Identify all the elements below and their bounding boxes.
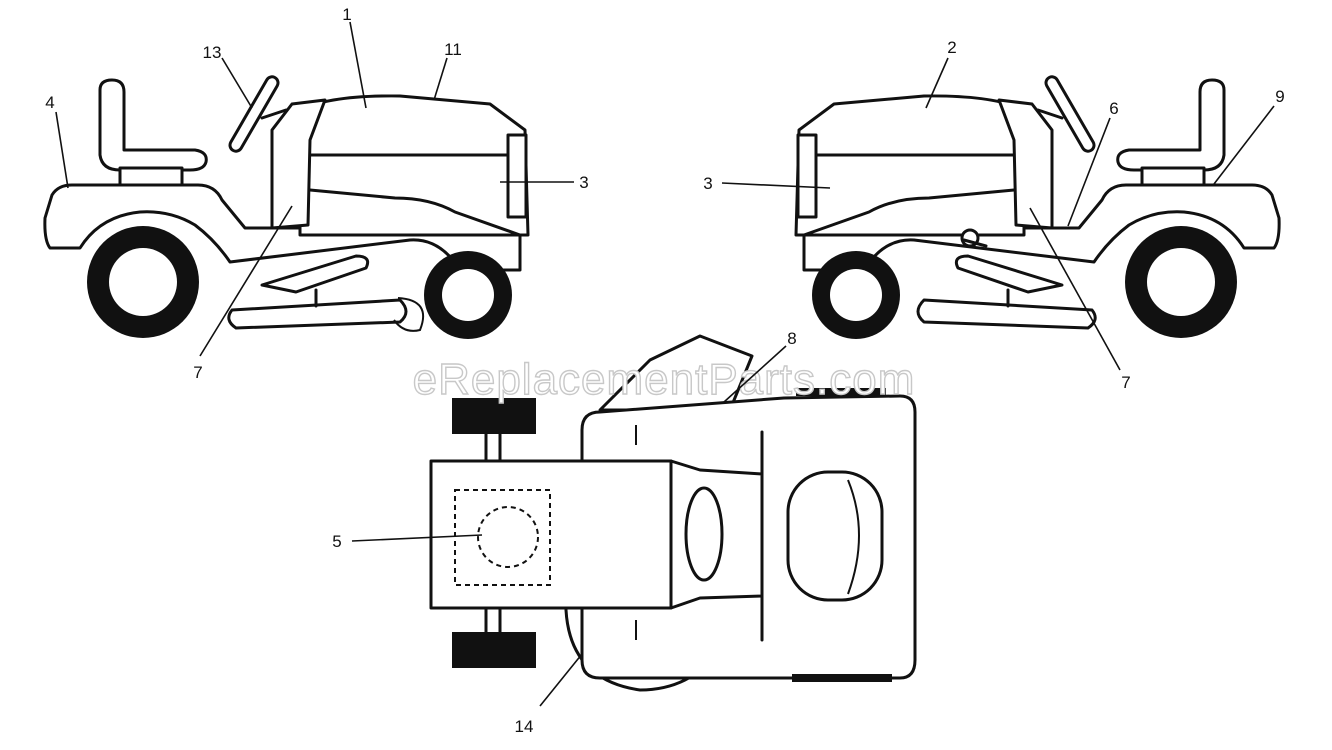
callout-9: 9 — [1275, 87, 1284, 106]
tractor-right-side-view — [794, 75, 1281, 339]
callout-11: 11 — [444, 40, 462, 59]
callout-3-left: 3 — [579, 173, 588, 192]
tractor-left-side-view — [43, 75, 530, 339]
callout-3-right: 3 — [703, 174, 712, 193]
callout-1: 1 — [342, 5, 351, 24]
leader-lines — [55, 21, 1275, 707]
tractor-top-view — [429, 334, 917, 692]
callout-labels: 1 11 13 4 3 7 2 9 6 3 7 8 5 14 — [45, 5, 1284, 736]
callout-14: 14 — [515, 717, 534, 736]
callout-8: 8 — [787, 329, 796, 348]
callout-5: 5 — [332, 532, 341, 551]
callout-7-left: 7 — [193, 363, 202, 382]
callout-7-right: 7 — [1121, 373, 1130, 392]
watermark-text: eReplacementParts.com — [413, 355, 916, 404]
callout-2: 2 — [947, 38, 956, 57]
callout-13: 13 — [203, 43, 222, 62]
callout-6: 6 — [1109, 99, 1118, 118]
callout-4: 4 — [45, 93, 54, 112]
